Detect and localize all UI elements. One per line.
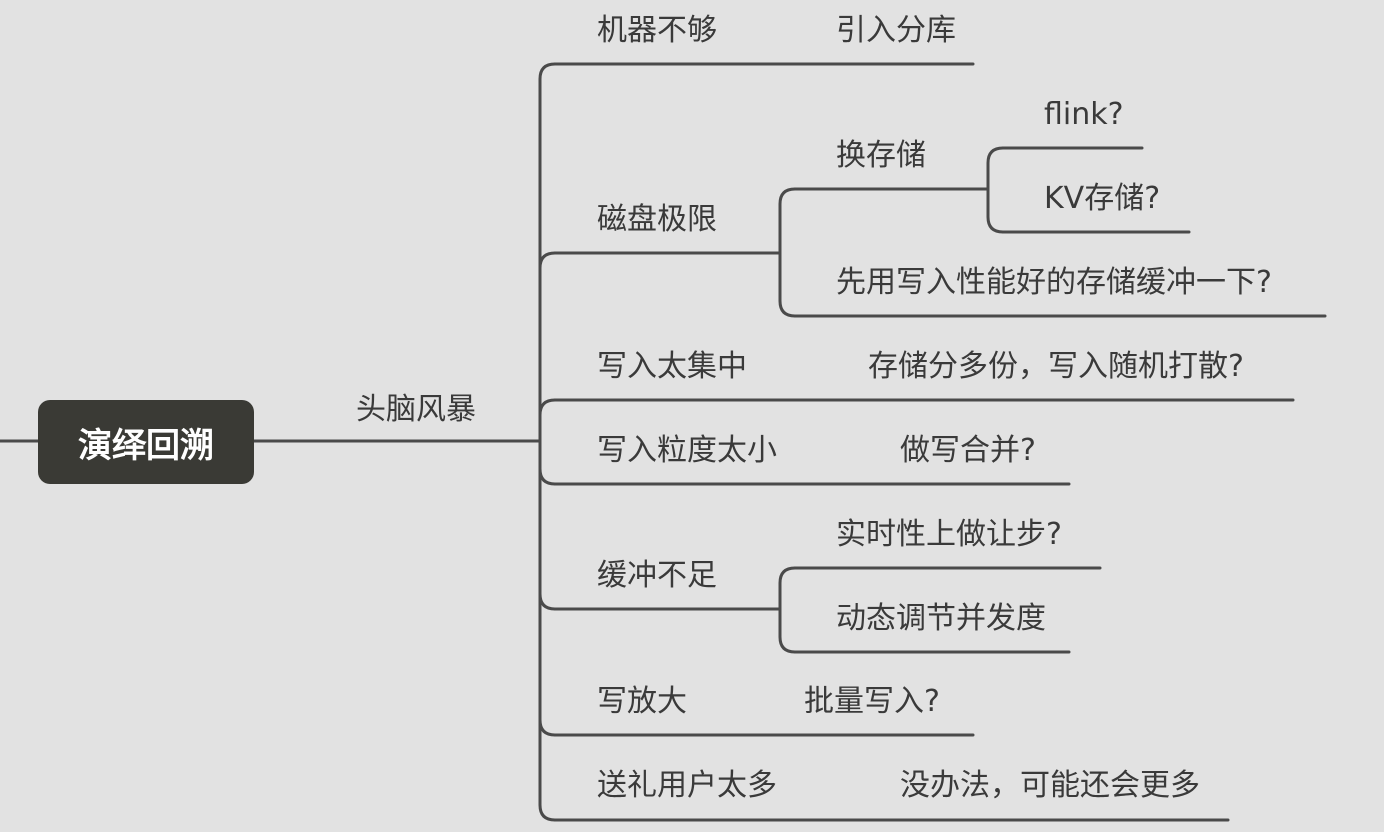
node-n7[interactable]: 送礼用户太多	[597, 768, 777, 803]
node-n2a[interactable]: 换存储	[836, 138, 926, 173]
node-n3[interactable]: 写入太集中	[597, 349, 747, 384]
node-n6[interactable]: 写放大	[597, 684, 687, 719]
node-n7a[interactable]: 没办法，可能还会更多	[900, 768, 1200, 803]
n5-spine	[778, 566, 797, 654]
root-node[interactable]: 演绎回溯	[38, 400, 254, 484]
n2-spine	[778, 187, 797, 318]
node-n2[interactable]: 磁盘极限	[597, 202, 717, 237]
node-n1a[interactable]: 引入分库	[836, 13, 956, 48]
node-n6a[interactable]: 批量写入?	[804, 684, 940, 719]
node-n2b[interactable]: 先用写入性能好的存储缓冲一下?	[836, 265, 1272, 300]
n2a-spine	[986, 146, 1005, 234]
node-n5[interactable]: 缓冲不足	[597, 558, 717, 593]
node-n4[interactable]: 写入粒度太小	[597, 433, 777, 468]
underline-n4	[538, 467, 557, 486]
node-n4a[interactable]: 做写合并?	[900, 433, 1036, 468]
node-n5a[interactable]: 实时性上做让步?	[836, 517, 1062, 552]
branch-node[interactable]: 头脑风暴	[356, 392, 476, 427]
node-n3a[interactable]: 存储分多份，写入随机打散?	[868, 349, 1244, 384]
node-n2a1[interactable]: flink?	[1044, 97, 1124, 132]
underline-n2	[538, 251, 557, 270]
node-n2a2[interactable]: KV存储?	[1044, 181, 1161, 216]
branch-spine	[538, 62, 557, 822]
underline-n3	[538, 398, 557, 417]
root-label: 演绎回溯	[78, 425, 214, 466]
node-n5b[interactable]: 动态调节并发度	[836, 601, 1046, 636]
node-n1[interactable]: 机器不够	[597, 13, 717, 48]
underline-n6	[538, 718, 557, 737]
underline-n5	[538, 592, 557, 611]
